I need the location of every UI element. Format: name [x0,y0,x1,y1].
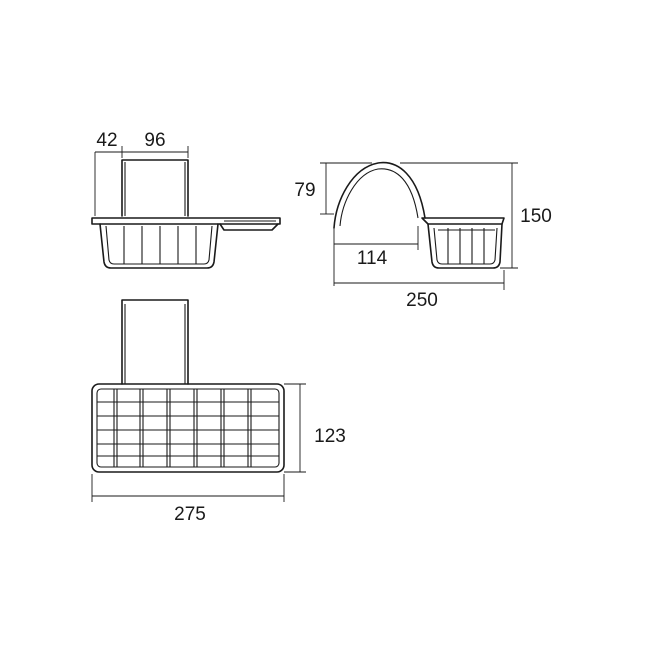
dim-label-150: 150 [520,206,552,227]
dim-label-123: 123 [314,426,346,447]
dim-label-42: 42 [96,130,117,151]
side-view [320,161,518,290]
dim-label-114: 114 [357,248,388,269]
top-view [91,146,281,269]
dim-label-275: 275 [174,504,206,525]
dim-label-79: 79 [294,180,315,201]
dim-label-96: 96 [144,130,165,151]
front-view [91,299,306,502]
dim-label-250: 250 [406,290,438,311]
